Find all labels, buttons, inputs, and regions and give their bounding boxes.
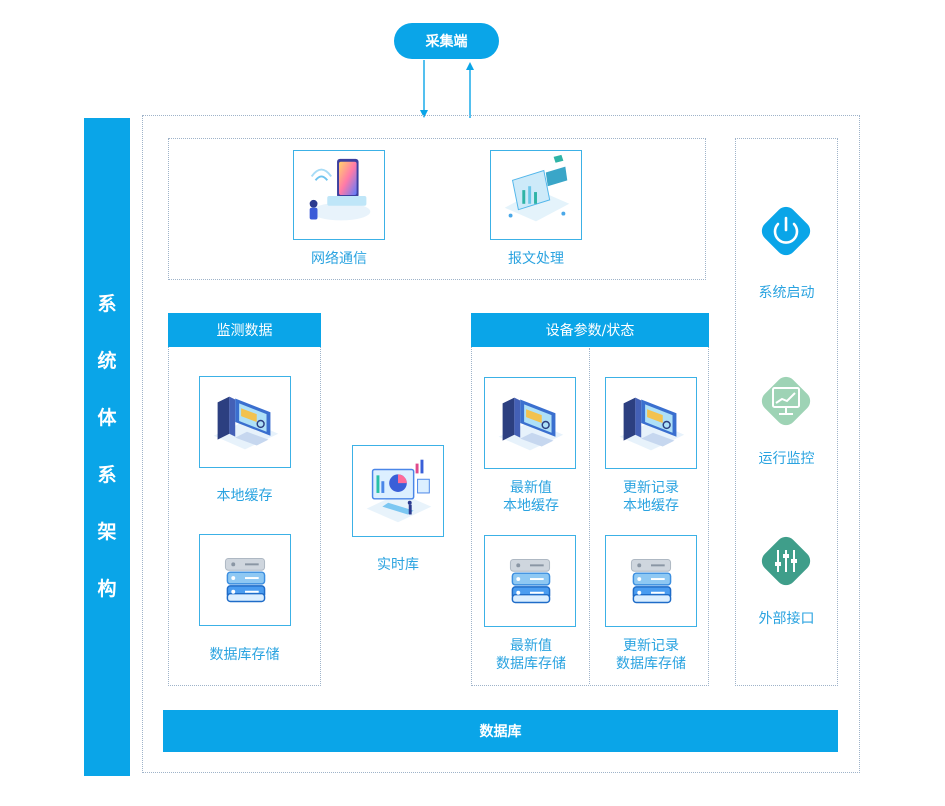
title-char: 系	[97, 293, 117, 315]
computer-icon	[484, 377, 576, 469]
server-stack-icon	[484, 535, 576, 627]
label-line: 最新值	[510, 480, 552, 496]
sliders-icon	[753, 528, 819, 594]
monitor-local-cache-label: 本地缓存	[216, 488, 273, 504]
title-char: 架	[97, 521, 117, 543]
title-char: 构	[97, 578, 117, 600]
right-panel	[735, 138, 838, 686]
computer-icon	[605, 377, 697, 469]
data-processing-illustration-icon	[490, 150, 582, 240]
monitor-data-header: 监测数据	[168, 313, 321, 347]
computer-icon	[199, 376, 291, 468]
title-char: 统	[97, 350, 117, 372]
device-param-header: 设备参数/状态	[471, 313, 709, 347]
message-processing-label: 报文处理	[508, 251, 564, 267]
label-line: 最新值	[510, 638, 552, 654]
label-line: 更新记录	[623, 638, 679, 654]
title-char: 体	[97, 407, 117, 429]
label-line: 数据库存储	[616, 656, 686, 672]
label-line: 数据库存储	[496, 656, 566, 672]
communication-group	[168, 138, 706, 280]
system-architecture-title: 系 统 体 系 架 构	[84, 118, 130, 776]
mobile-network-illustration-icon	[293, 150, 385, 240]
label-line: 本地缓存	[503, 498, 559, 514]
dashboard-illustration-icon	[352, 445, 444, 537]
realtime-db-label: 实时库	[377, 557, 419, 573]
power-icon	[753, 198, 819, 264]
label-line: 本地缓存	[623, 498, 679, 514]
update-record-cache-label: 更新记录 本地缓存	[591, 479, 711, 515]
label-line: 更新记录	[623, 480, 679, 496]
update-record-db-label: 更新记录 数据库存储	[591, 637, 711, 673]
database-bar: 数据库	[163, 710, 838, 752]
monitor-db-storage-label: 数据库存储	[209, 647, 280, 663]
monitor-chart-icon	[753, 368, 819, 434]
device-group-divider	[589, 348, 590, 684]
system-start-label: 系统启动	[758, 285, 815, 301]
latest-value-db-label: 最新值 数据库存储	[471, 637, 591, 673]
title-char: 系	[97, 464, 117, 486]
run-monitor-label: 运行监控	[758, 451, 815, 467]
architecture-container	[142, 115, 860, 773]
server-stack-icon	[199, 534, 291, 626]
data-flow-arrows	[420, 60, 474, 118]
collection-end-node: 采集端	[394, 23, 499, 59]
comm-label: 网络通信	[311, 251, 367, 267]
server-stack-icon	[605, 535, 697, 627]
external-interface-label: 外部接口	[758, 611, 815, 627]
latest-value-cache-label: 最新值 本地缓存	[471, 479, 591, 515]
